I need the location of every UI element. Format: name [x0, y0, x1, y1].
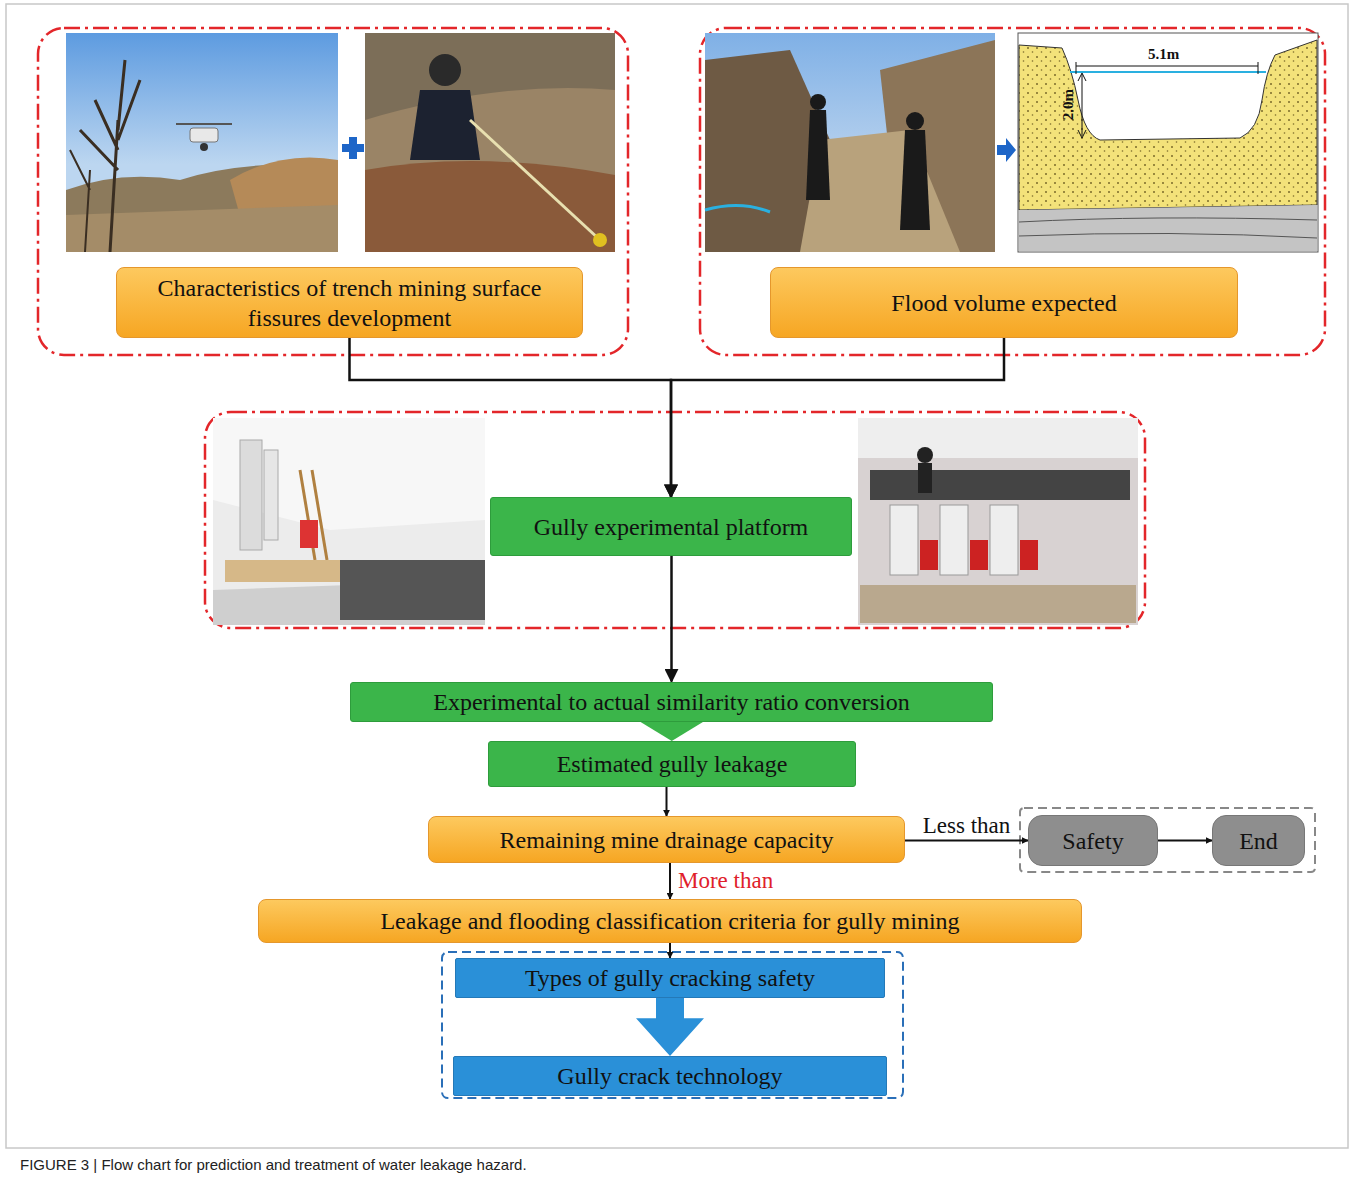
box-text: Characteristics of trench mining surface…: [129, 273, 570, 333]
lab-photo: [213, 418, 485, 625]
process-box: Flood volume expected: [770, 267, 1238, 338]
dashed-group: [38, 28, 628, 355]
dashed-group: [1020, 808, 1315, 872]
process-box: Types of gully cracking safety: [455, 958, 885, 998]
process-box: Experimental to actual similarity ratio …: [350, 682, 993, 722]
flow-arrow: [905, 840, 1028, 842]
box-text: Safety: [1062, 826, 1123, 856]
block-arrow: [640, 722, 704, 742]
process-box: Estimated gully leakage: [488, 741, 856, 787]
flow-arrow: [669, 943, 671, 958]
dimension-label: 2.0m: [1060, 89, 1077, 120]
box-text: Gully crack technology: [557, 1061, 782, 1091]
flow-arrow: [670, 556, 673, 682]
process-box: End: [1212, 815, 1305, 866]
measuring-photo: [365, 33, 615, 252]
box-text: Remaining mine drainage capacity: [500, 825, 834, 855]
plus-sign: [342, 137, 364, 159]
edge-label: More than: [676, 868, 775, 894]
figure-frame: [6, 4, 1348, 1148]
process-box: Gully crack technology: [453, 1056, 887, 1096]
process-box: Leakage and flooding classification crit…: [258, 899, 1082, 943]
dashed-group: [700, 28, 1325, 355]
dashed-group: [205, 412, 1145, 628]
box-text: Gully experimental platform: [534, 512, 809, 542]
box-text: Experimental to actual similarity ratio …: [433, 687, 910, 717]
gully-photo: [705, 33, 995, 252]
right-arrow: [997, 138, 1016, 162]
flow-arrow: [666, 787, 668, 816]
drone-photo: [66, 33, 338, 252]
flow-arrow: [350, 338, 672, 497]
box-text: Flood volume expected: [891, 288, 1116, 318]
process-box: Remaining mine drainage capacity: [428, 816, 905, 863]
box-text: Types of gully cracking safety: [525, 963, 815, 993]
process-box: Characteristics of trench mining surface…: [116, 267, 583, 338]
dimension-label: 5.1m: [1148, 46, 1179, 63]
flow-arrow: [1158, 840, 1212, 842]
process-box: Gully experimental platform: [490, 497, 852, 556]
process-box: Safety: [1028, 815, 1158, 866]
flow-arrow: [671, 338, 1004, 497]
box-text: End: [1239, 826, 1278, 856]
figure-caption: FIGURE 3 | Flow chart for prediction and…: [20, 1156, 527, 1173]
dashed-group: [442, 952, 903, 1098]
box-text: Leakage and flooding classification crit…: [380, 906, 959, 936]
lab-photo: [858, 418, 1138, 625]
box-text: Estimated gully leakage: [557, 749, 788, 779]
edge-label: Less than: [921, 813, 1013, 839]
gully-cross-section: [1018, 33, 1318, 252]
block-arrow: [636, 998, 704, 1056]
flow-arrow: [669, 863, 671, 899]
